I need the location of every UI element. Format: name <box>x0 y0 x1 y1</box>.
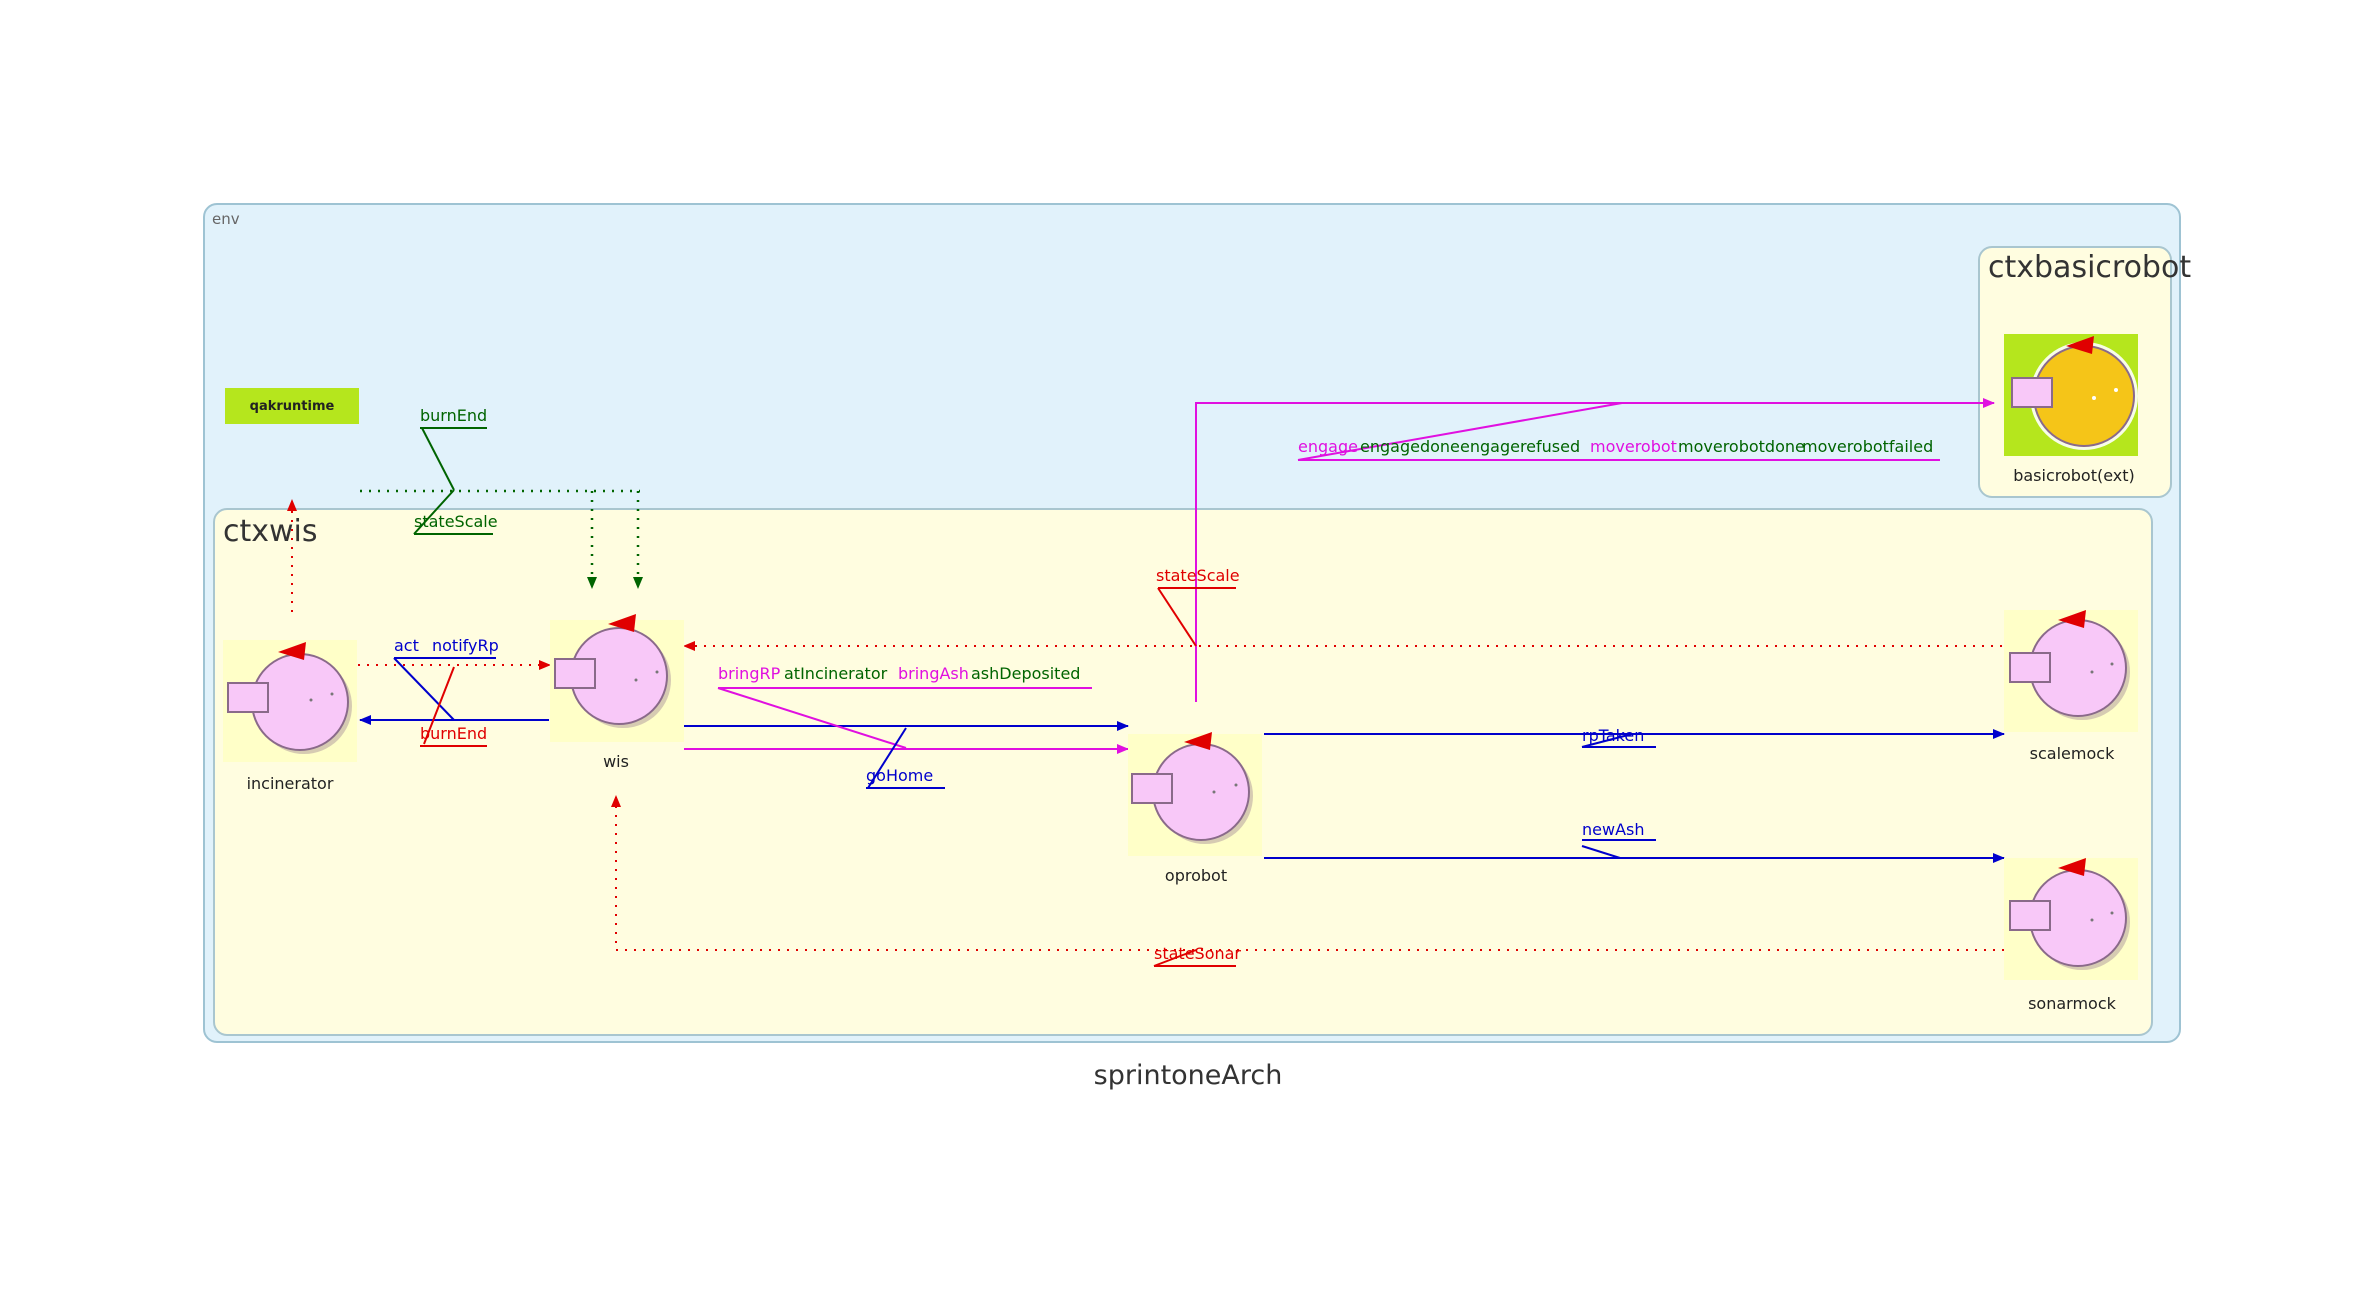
env-label: env <box>212 210 240 228</box>
actor-arrow-icon <box>2058 610 2086 628</box>
msg-atIncinerator: atIncinerator <box>784 664 888 683</box>
actor-scalemock[interactable] <box>2004 610 2138 732</box>
context-ctxwis-title: ctxwis <box>223 514 318 549</box>
actor-port-icon <box>2011 377 2053 408</box>
actor-basicrobot-ext[interactable] <box>2004 334 2138 456</box>
actor-label-oprobot: oprobot <box>1164 866 1228 885</box>
msg-engage: engage <box>1298 437 1358 456</box>
msg-moverobot: moverobot <box>1590 437 1677 456</box>
msg-newAsh: newAsh <box>1582 820 1645 839</box>
scalemock-wis-event <box>683 587 2002 651</box>
actor-label-wis: wis <box>603 752 629 771</box>
qakruntime-badge: qakruntime <box>225 388 359 424</box>
actor-arrow-icon <box>2058 858 2086 876</box>
actor-arrow-icon <box>608 614 636 632</box>
actor-port-icon <box>2009 652 2051 683</box>
msg-engagedone: engagedone <box>1360 437 1460 456</box>
msg-stateScale-event: stateScale <box>414 512 498 531</box>
actor-port-icon <box>227 682 269 713</box>
actor-port-icon <box>1131 773 1173 804</box>
actor-label-sonarmock: sonarmock <box>2028 994 2116 1013</box>
actor-arrow-icon <box>278 642 306 660</box>
context-ctxbasicrobot-title: ctxbasicrobot <box>1988 250 2192 285</box>
actor-incinerator[interactable] <box>223 640 357 762</box>
msg-burnEnd-reply: burnEnd <box>420 724 488 743</box>
diagram-title: sprintoneArch <box>1093 1060 1283 1091</box>
event-wires-green <box>360 427 643 589</box>
actor-label-incinerator: incinerator <box>246 774 334 793</box>
actor-sonarmock[interactable] <box>2004 858 2138 980</box>
actor-port-icon <box>2009 900 2051 931</box>
actor-oprobot[interactable] <box>1128 732 1262 856</box>
actor-wis[interactable] <box>550 614 684 742</box>
msg-engagerefused: engagerefused <box>1460 437 1581 456</box>
msg-stateSonar: stateSonar <box>1154 944 1241 963</box>
oprobot-basicrobot-link <box>1195 398 1995 702</box>
actor-arrow-icon <box>2066 336 2094 354</box>
actor-port-icon <box>554 658 596 689</box>
msg-ashDeposited: ashDeposited <box>971 664 1081 683</box>
msg-moverobotfailed: moverobotfailed <box>1802 437 1934 456</box>
msg-bringAsh: bringAsh <box>898 664 969 683</box>
oprobot-mocks-links <box>1264 729 2005 863</box>
incinerator-wis-links <box>358 657 551 747</box>
msg-act: act <box>394 636 419 655</box>
msg-goHome: goHome <box>866 766 934 785</box>
msg-burnEnd-event: burnEnd <box>420 406 488 425</box>
msg-rpTaken: rpTaken <box>1582 726 1645 745</box>
msg-notifyRp: notifyRp <box>432 636 499 655</box>
msg-bringRP: bringRP <box>718 664 781 683</box>
msg-moverobotdone: moverobotdone <box>1678 437 1805 456</box>
actor-label-scalemock: scalemock <box>2029 744 2115 763</box>
actor-label-basicrobot: basicrobot(ext) <box>2013 466 2135 485</box>
wis-oprobot-links <box>684 687 1129 789</box>
sonarmock-wis-event <box>611 795 2004 967</box>
msg-stateScale-update: stateScale <box>1156 566 1240 585</box>
actor-arrow-icon <box>1184 732 1212 750</box>
